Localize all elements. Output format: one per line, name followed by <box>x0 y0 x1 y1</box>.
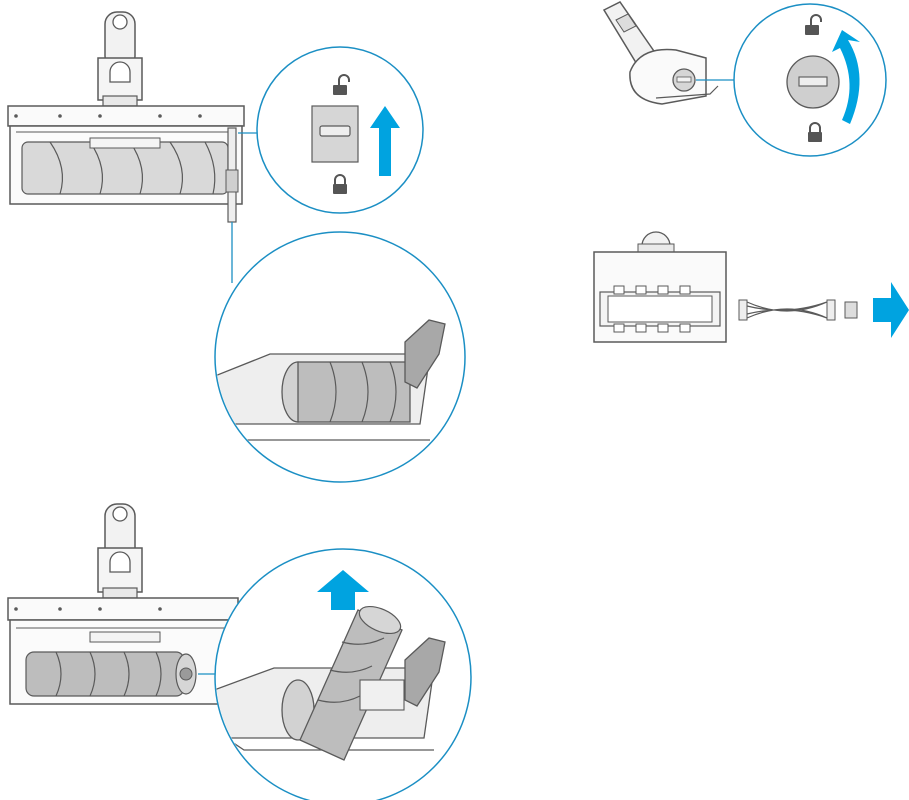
head-roller <box>21 137 229 195</box>
lifted-roller <box>25 651 197 697</box>
blue-curved-arrow-icon <box>832 30 860 124</box>
blue-up-arrow-icon-2 <box>317 570 369 610</box>
removed-brush-bar <box>738 299 858 321</box>
blue-up-arrow-icon <box>370 106 400 176</box>
head-side-latch <box>225 127 239 223</box>
blue-right-arrow-icon <box>873 282 909 338</box>
step-3-roller-removal <box>593 231 909 343</box>
step-1-brush-head <box>7 11 245 223</box>
callout-rotary-lock-detail <box>733 3 887 157</box>
step-2-neck-lock <box>602 1 719 105</box>
side-latch-open <box>404 319 446 389</box>
callout-latch-open-detail <box>214 231 466 483</box>
callout-roller-lift-detail <box>214 548 472 800</box>
head-neck <box>97 11 143 107</box>
step-4-brush-head <box>7 503 239 705</box>
callout-slider-detail <box>256 46 424 214</box>
